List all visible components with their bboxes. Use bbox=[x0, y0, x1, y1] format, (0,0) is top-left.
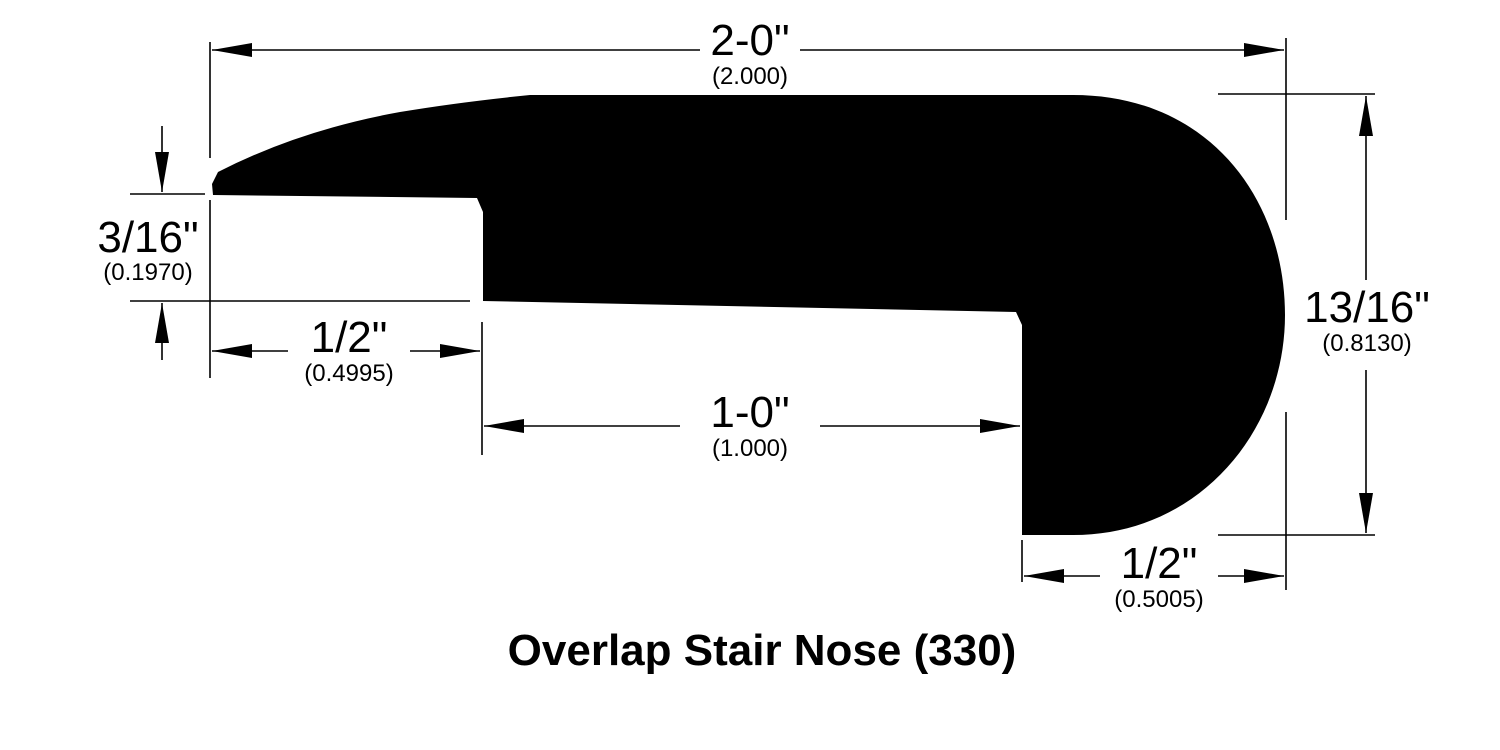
overall-width-decimal: (2.000) bbox=[712, 63, 788, 90]
stair-nose-profile bbox=[212, 95, 1285, 535]
lip-length-fraction: 1/2" bbox=[311, 313, 388, 362]
nose-height-decimal: (0.8130) bbox=[1322, 330, 1411, 357]
extension-lines bbox=[130, 38, 1375, 590]
inner-span-decimal: (1.000) bbox=[712, 435, 788, 462]
dimension-lip-thickness: 3/16" (0.1970) bbox=[97, 126, 199, 360]
inner-span-fraction: 1-0" bbox=[710, 388, 789, 437]
dimension-overall-width: 2-0" (2.000) bbox=[212, 16, 1284, 90]
lip-length-decimal: (0.4995) bbox=[304, 360, 393, 387]
nose-width-fraction: 1/2" bbox=[1121, 539, 1198, 588]
dimension-lip-length: 1/2" (0.4995) bbox=[212, 313, 480, 387]
dimension-inner-span: 1-0" (1.000) bbox=[484, 388, 1020, 462]
overall-width-fraction: 2-0" bbox=[710, 16, 789, 65]
diagram-title: Overlap Stair Nose (330) bbox=[508, 626, 1017, 675]
dimension-nose-width: 1/2" (0.5005) bbox=[1024, 539, 1284, 613]
dimension-nose-height: 13/16" (0.8130) bbox=[1304, 96, 1430, 533]
lip-thickness-decimal: (0.1970) bbox=[103, 259, 192, 286]
lip-thickness-fraction: 3/16" bbox=[97, 213, 198, 262]
nose-width-decimal: (0.5005) bbox=[1114, 586, 1203, 613]
nose-height-fraction: 13/16" bbox=[1304, 283, 1430, 332]
